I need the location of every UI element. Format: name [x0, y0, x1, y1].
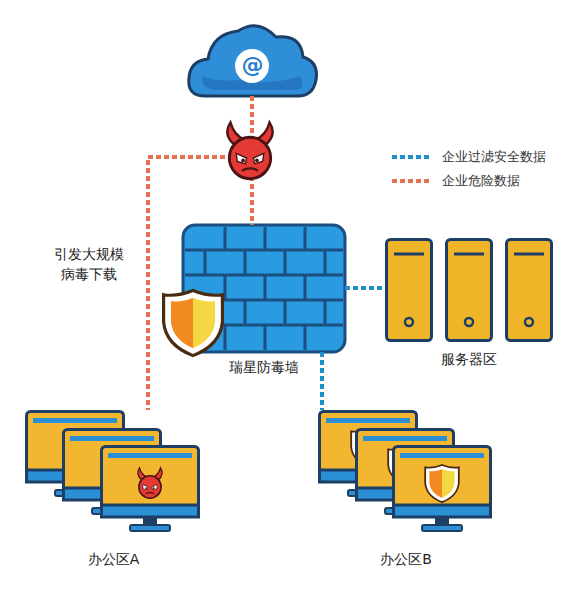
node-label: @: [130, 52, 375, 78]
server-tower: [447, 240, 492, 341]
office-b-monitors: [320, 412, 491, 532]
node-label: 办公区B: [258, 550, 554, 568]
monitor: [394, 447, 491, 532]
data-flow-line: [320, 352, 324, 410]
server-tower: [507, 240, 552, 341]
edge-label: 引发大规模病毒下载: [50, 244, 128, 284]
node-box: 瑞星防毒墙: [183, 225, 345, 352]
legend-text: 企业过滤安全数据: [442, 148, 546, 166]
node-label: 瑞星防毒墙: [123, 358, 405, 376]
shield-icon: [425, 465, 459, 502]
server-towers: [387, 240, 552, 341]
server-tower: [387, 240, 432, 341]
node-box: 服务器区: [385, 240, 553, 340]
legend-text: 企业危险数据: [442, 172, 520, 190]
virus-icon: [227, 122, 272, 178]
node-box: @: [190, 22, 315, 96]
legend-swatch: [392, 155, 432, 159]
node-label: 服务器区: [325, 350, 588, 368]
node-box: 办公区B: [318, 410, 494, 532]
legend-swatch: [392, 179, 432, 183]
data-flow-line: [345, 286, 385, 290]
office-a-monitors: [27, 412, 199, 532]
monitor: [102, 447, 199, 532]
node-label: 办公区A: [0, 550, 262, 568]
node-box: 办公区A: [25, 410, 202, 532]
virus-icon: [138, 468, 162, 498]
shield-icon: [164, 291, 223, 356]
